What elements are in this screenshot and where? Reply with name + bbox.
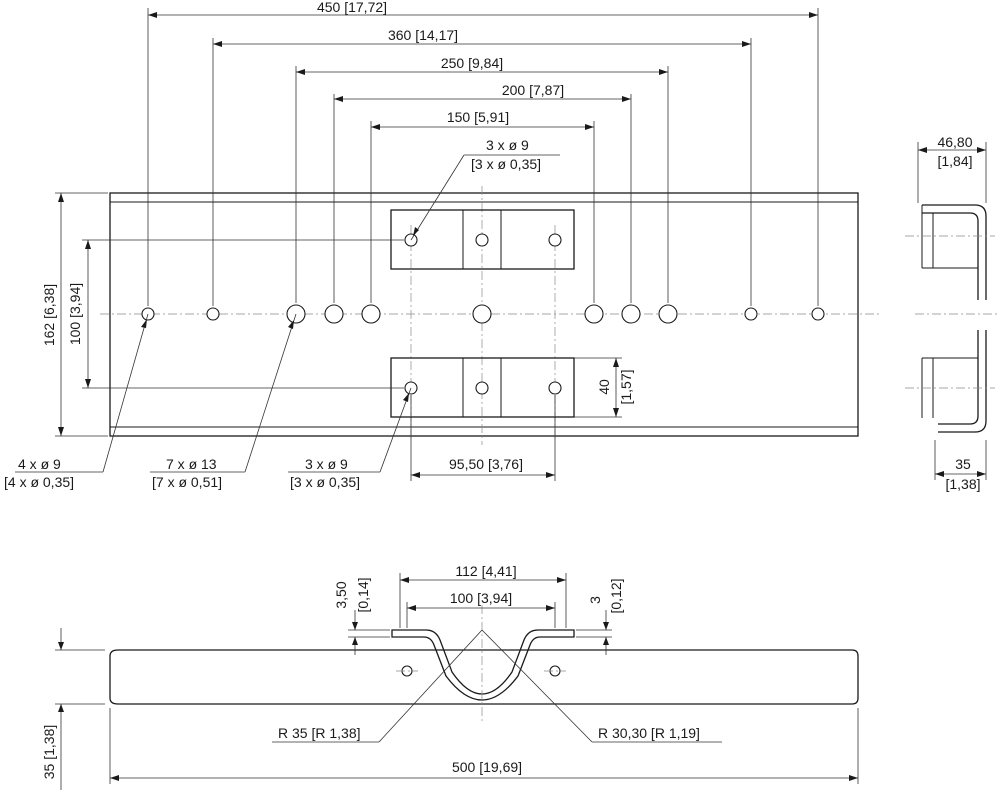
front-rail: [109, 649, 859, 705]
side-depth-label-b: [1,38]: [945, 476, 980, 492]
dim-side-width: 46,80 [1,84]: [917, 134, 987, 203]
top-holes-label-a: 3 x ø 9: [486, 137, 529, 153]
dim-95: 95,50 [3,76]: [410, 395, 556, 481]
dim-3-50-label-a: 3,50: [333, 581, 349, 608]
hole-small: [206, 307, 220, 321]
holes7-label-b: [7 x ø 0,51]: [152, 474, 222, 490]
callout-7-holes: 7 x ø 13 [7 x ø 0,51]: [150, 313, 297, 490]
dim-3-50: 3,50 [0,14]: [333, 577, 390, 655]
holes4-label-a: 4 x ø 9: [18, 456, 61, 472]
dim-112: 112 [4,41]: [399, 563, 567, 628]
dim-95-label: 95,50 [3,76]: [449, 456, 523, 472]
dim-3-50-label-b: [0,14]: [355, 577, 371, 612]
dim-250-label: 250 [9,84]: [441, 55, 503, 71]
plate-outline: [109, 192, 859, 437]
callout-bottom-bracket-holes: 3 x ø 9 [3 x ø 0,35]: [288, 387, 412, 490]
dim-360: 360 [14,17]: [212, 27, 752, 306]
hole-large: [621, 304, 641, 324]
dim-3-label-b: [0,12]: [608, 578, 624, 613]
r3030-label: R 30,30 [R 1,19]: [598, 725, 700, 741]
bracket-hole: [548, 233, 562, 247]
dim-162-label: 162 [6,38]: [41, 284, 57, 346]
dim-40: 40 [1,57]: [574, 357, 634, 418]
front-view: 112 [4,41] 100 [3,94] 3,50 [0,14] 3 [0,1…: [41, 563, 859, 790]
holes7-label-a: 7 x ø 13: [166, 456, 217, 472]
dim-side-depth: 35 [1,38]: [934, 440, 987, 492]
r35-label: R 35 [R 1,38]: [278, 725, 361, 741]
callout-r35: R 35 [R 1,38]: [272, 629, 483, 743]
dim-200-label: 200 [7,87]: [502, 82, 564, 98]
dim-250: 250 [9,84]: [295, 55, 669, 303]
dim-100-vertical: 100 [3,94]: [67, 239, 404, 389]
callout-top-bracket-holes: 3 x ø 9 [3 x ø 0,35]: [410, 137, 560, 241]
plan-view: 450 [17,72] 360 [14,17] 250 [9,84] 200 […: [4, 0, 880, 490]
side-view: 46,80 [1,84] 35 [1,38]: [905, 134, 1000, 492]
side-width-label-b: [1,84]: [937, 153, 972, 169]
dim-100-vertical-label: 100 [3,94]: [67, 283, 83, 345]
hole-large: [658, 304, 678, 324]
hole-large: [472, 304, 492, 324]
bracket-hole: [475, 233, 489, 247]
side-width-label-a: 46,80: [937, 134, 972, 150]
dim-35-vertical: 35 [1,38]: [41, 628, 105, 790]
dim-360-label: 360 [14,17]: [388, 27, 458, 43]
dim-162: 162 [6,38]: [41, 192, 108, 437]
dim-500-label: 500 [19,69]: [452, 759, 522, 775]
dim-100-horizontal-label: 100 [3,94]: [450, 590, 512, 606]
top-holes-label-b: [3 x ø 0,35]: [471, 156, 541, 172]
side-profile-top: [922, 204, 987, 300]
hole-small: [811, 307, 825, 321]
dim-35-vertical-label: 35 [1,38]: [41, 725, 57, 780]
callout-r3030: R 30,30 [R 1,19]: [481, 629, 722, 743]
dim-3-label-a: 3: [587, 596, 603, 604]
dim-450: 450 [17,72]: [147, 0, 819, 306]
clamp-saddle: [391, 629, 575, 701]
side-profile-bottom: [938, 330, 987, 433]
dim-150-label: 150 [5,91]: [447, 109, 509, 125]
dim-200: 200 [7,87]: [333, 82, 632, 303]
dim-450-label: 450 [17,72]: [317, 0, 387, 15]
dim-40-label-a: 40: [596, 379, 612, 395]
callout-4-holes: 4 x ø 9 [4 x ø 0,35]: [4, 313, 149, 490]
dim-150: 150 [5,91]: [370, 109, 595, 303]
side-depth-label-a: 35: [955, 456, 971, 472]
dim-100-horizontal: 100 [3,94]: [406, 590, 556, 628]
dim-500: 500 [19,69]: [109, 708, 859, 784]
lower-bracket: [390, 357, 575, 418]
bracket-hole: [475, 381, 489, 395]
bracket-hole: [548, 381, 562, 395]
dim-112-label: 112 [4,41]: [455, 563, 516, 579]
hole-small: [744, 307, 758, 321]
dim-40-label-b: [1,57]: [618, 369, 634, 404]
hole-large: [324, 304, 344, 324]
dim-3: 3 [0,12]: [576, 578, 624, 655]
holes4-label-b: [4 x ø 0,35]: [4, 474, 74, 490]
bottom-holes-label-b: [3 x ø 0,35]: [290, 474, 360, 490]
upper-bracket: [390, 209, 575, 270]
hole-large: [584, 304, 604, 324]
bottom-holes-label-a: 3 x ø 9: [305, 456, 348, 472]
hole-large: [361, 304, 381, 324]
